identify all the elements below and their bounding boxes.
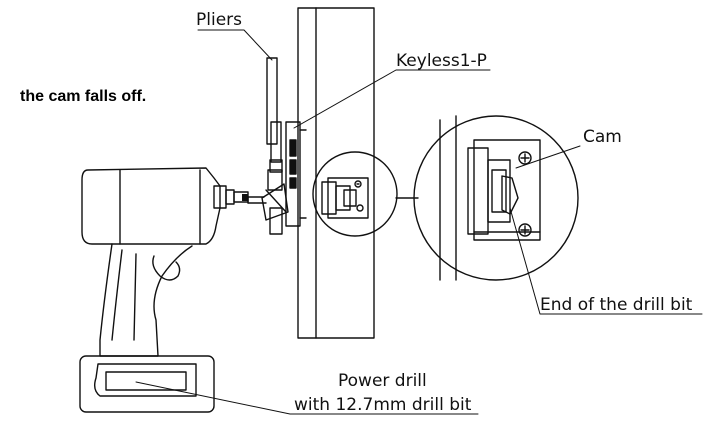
drill-chuck bbox=[213, 185, 267, 209]
keyless-lock-side bbox=[285, 121, 307, 227]
label-cam: Cam bbox=[583, 127, 622, 147]
label-drill-bit-end: End of the drill bit bbox=[540, 295, 693, 315]
leader-lines bbox=[135, 29, 703, 415]
screw-top bbox=[518, 151, 532, 165]
screw-bottom bbox=[518, 223, 532, 237]
caption-text: the cam falls off. bbox=[20, 88, 146, 105]
power-drill bbox=[79, 167, 221, 413]
label-keyless: Keyless1-P bbox=[396, 51, 487, 71]
label-pliers: Pliers bbox=[196, 10, 242, 30]
pliers bbox=[261, 57, 289, 235]
magnified-detail bbox=[413, 115, 579, 281]
label-power-drill-1: Power drill bbox=[338, 371, 427, 391]
label-power-drill-2: with 12.7mm drill bit bbox=[294, 395, 472, 415]
lock-small-view bbox=[312, 151, 398, 237]
door-panel bbox=[297, 7, 375, 339]
